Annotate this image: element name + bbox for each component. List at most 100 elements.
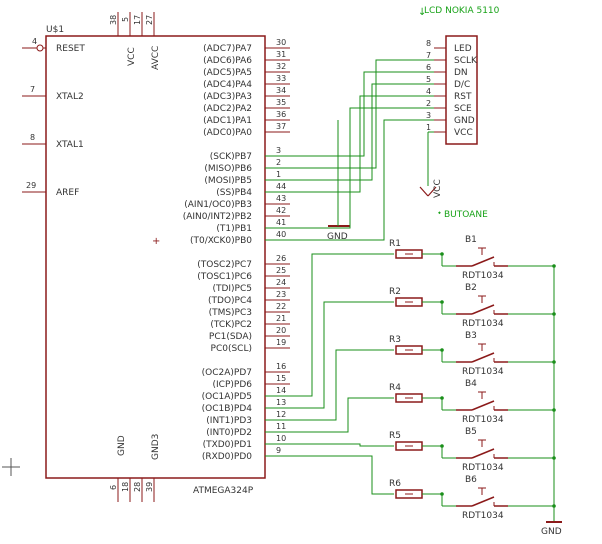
pin-num-avcc-b: 27 (145, 15, 154, 25)
pin-num-26: 26 (276, 254, 286, 263)
pin-label-30: (ADC7)PA7 (203, 44, 252, 54)
button-lever-2 (471, 304, 495, 315)
pin-label-43: (AIN1/OC0)PB3 (184, 200, 252, 210)
pin-num-xtal2: 7 (30, 85, 35, 94)
pin-num-21: 21 (276, 314, 286, 323)
wire-pd-4 (265, 397, 394, 433)
lcd-title: LCD NOKIA 5110 (424, 6, 500, 16)
resistor-label-6: R6 (389, 479, 401, 489)
mcu-right-pins: 30(ADC7)PA731(ADC6)PA632(ADC5)PA533(ADC4… (183, 38, 290, 462)
pin-label-31: (ADC6)PA6 (203, 56, 252, 66)
pin-num-aref: 29 (26, 181, 36, 190)
pin-label-41: (T1)PB1 (216, 224, 252, 234)
pin-label-11: (INT0)PD2 (206, 428, 252, 438)
origin-cross: + (152, 236, 160, 247)
pin-num-43: 43 (276, 194, 286, 203)
pin-num-xtal1: 8 (30, 133, 35, 142)
pin-num-33: 33 (276, 74, 286, 83)
pin-label-14: (OC1A)PD5 (202, 392, 252, 402)
pin-num-gnd: 6 (109, 485, 118, 490)
vcc-symbol: VCC (419, 179, 443, 198)
pin-label-44: (SS)PB4 (216, 188, 252, 198)
button-lever-1 (471, 256, 495, 267)
pin-label-gnd: GND (117, 435, 127, 456)
pin-label-32: (ADC5)PA5 (203, 68, 252, 78)
button-part-4: RDT1034 (462, 415, 504, 425)
button-bus: GND (541, 266, 562, 537)
pin-label-reset: RESET (56, 44, 85, 54)
pin-num-16: 16 (276, 362, 286, 371)
pin-label-36: (ADC1)PA1 (203, 116, 252, 126)
pin-label-25: (TOSC1)PC6 (197, 272, 252, 282)
button-part-2: RDT1034 (462, 319, 504, 329)
pin-label-22: (TMS)PC3 (209, 308, 252, 318)
pin-num-42: 42 (276, 206, 286, 215)
pin-num-12: 12 (276, 410, 286, 419)
lcd-pin-num-4: 4 (426, 87, 431, 96)
gnd-mid-label: GND (327, 232, 348, 242)
pin-num-15: 15 (276, 374, 286, 383)
resistor-label-3: R3 (389, 335, 401, 345)
lcd-wiring (265, 59, 434, 241)
mcu-body (45, 35, 266, 479)
crosshair-cursor (2, 458, 20, 476)
pin-num-41: 41 (276, 218, 286, 227)
pin-num-34: 34 (276, 86, 286, 95)
resistor-label-5: R5 (389, 431, 401, 441)
pin-label-37: (ADC0)PA0 (203, 128, 252, 138)
pin-label-23: (TDO)PC4 (208, 296, 252, 306)
vcc-label: VCC (433, 179, 443, 198)
pin-num-36: 36 (276, 110, 286, 119)
pin-label-xtal1: XTAL1 (56, 140, 84, 150)
pin-num-30: 30 (276, 38, 286, 47)
buttons-label: BUTOANE (444, 210, 488, 220)
pin-label-26: (TOSC2)PC7 (197, 260, 252, 270)
button-lever-5 (471, 448, 495, 459)
pin-label-40: (T0/XCK0)PB0 (190, 236, 252, 246)
lcd-pin-label-7: SCLK (454, 56, 478, 66)
pin-label-3: (SCK)PB7 (210, 152, 252, 162)
pin-num-40: 40 (276, 230, 286, 239)
pin-label-20: PC1(SDA) (209, 332, 252, 342)
pin-num-24: 24 (276, 278, 286, 287)
pin-num-vcc: 38 (109, 15, 118, 25)
button-name-1: B1 (465, 235, 477, 245)
pin-label-24: (TDI)PC5 (212, 284, 252, 294)
resistor-label-1: R1 (389, 239, 401, 249)
pin-label-13: (OC1B)PD4 (202, 404, 253, 414)
lcd-pin-num-6: 6 (426, 63, 431, 72)
lcd-pin-label-1: VCC (454, 128, 473, 138)
pin-num-31: 31 (276, 50, 286, 59)
lcd-pin-num-8: 8 (426, 39, 431, 48)
pin-label-42: (AIN0/INT2)PB2 (183, 212, 252, 222)
pin-num-10: 10 (276, 434, 286, 443)
pin-num-20: 20 (276, 326, 286, 335)
pin-label-16: (OC2A)PD7 (202, 368, 252, 378)
gnd-symbol-mid: GND (327, 225, 350, 242)
pin-num-23: 23 (276, 290, 286, 299)
resistor-label-2: R2 (389, 287, 401, 297)
button-lever-4 (471, 400, 495, 411)
button-lever-6 (471, 496, 495, 507)
button-part-6: RDT1034 (462, 511, 504, 521)
pin-label-gnd3: GND3 (151, 434, 161, 460)
buttons-marker: ⬩ (438, 208, 441, 217)
lcd-gnd-marker: ↓ (418, 7, 426, 18)
reset-inversion-bubble (36, 44, 44, 52)
pin-label-xtal2: XTAL2 (56, 92, 84, 102)
button-part-5: RDT1034 (462, 463, 504, 473)
wire-pd-6 (265, 455, 394, 495)
lcd-pin-num-7: 7 (426, 51, 431, 60)
button-name-3: B3 (465, 331, 477, 341)
pin-label-35: (ADC2)PA2 (203, 104, 252, 114)
pin-num-gnd-b: 18 (121, 482, 130, 492)
pin-label-19: PC0(SCL) (211, 344, 252, 354)
pin-num-reset: 4 (32, 37, 37, 46)
wire-pd-1 (265, 253, 394, 397)
pin-label-vcc: VCC (127, 47, 137, 66)
lcd-connector: ↓ LCD NOKIA 5110 8LED7SCLK6DN5D/C4RST2SC… (418, 6, 500, 145)
